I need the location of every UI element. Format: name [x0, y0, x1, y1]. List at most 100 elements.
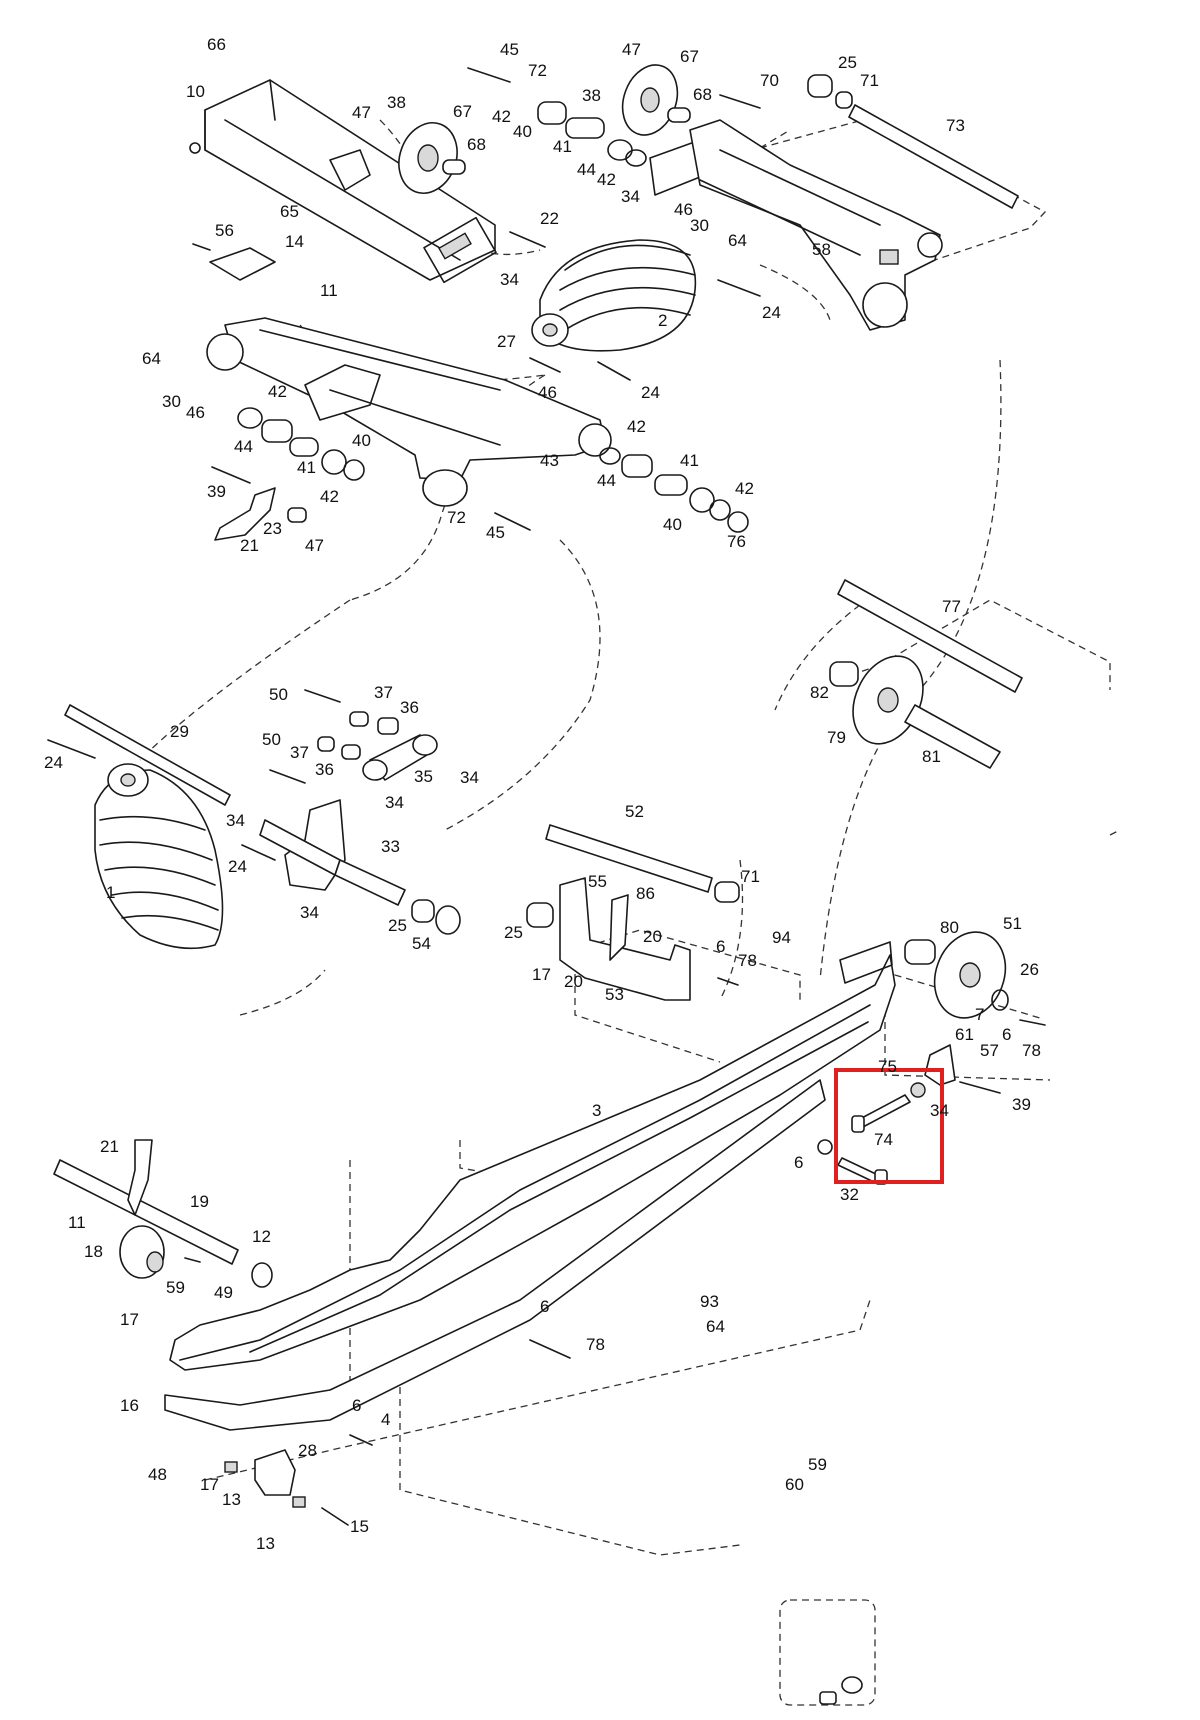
callout-c21a: 21 [240, 536, 259, 555]
callout-c3: 3 [592, 1101, 601, 1120]
callout-c28: 28 [298, 1441, 317, 1460]
callout-c30b: 30 [162, 392, 181, 411]
callout-c50b: 50 [262, 730, 281, 749]
callout-c42c: 42 [268, 382, 287, 401]
shaft-73 [807, 74, 1019, 209]
callout-c18: 18 [84, 1242, 103, 1261]
bushings-mid-left [237, 407, 365, 481]
callout-c6a: 6 [716, 937, 725, 956]
callout-c40c: 40 [663, 515, 682, 534]
callout-c47a: 47 [622, 40, 641, 59]
callout-c27: 27 [497, 332, 516, 351]
callout-c56: 56 [215, 221, 234, 240]
callout-c42b: 42 [597, 170, 616, 189]
callout-c71a: 71 [860, 71, 879, 90]
callout-c23: 23 [263, 519, 282, 538]
callout-c42d: 42 [320, 487, 339, 506]
callout-c36b: 36 [315, 760, 334, 779]
callout-c17c: 17 [200, 1475, 219, 1494]
callout-c13b: 13 [256, 1534, 275, 1553]
front-arm-65 [189, 79, 497, 284]
callout-c36a: 36 [400, 698, 419, 717]
callout-c40b: 40 [352, 431, 371, 450]
callout-c64a: 64 [728, 231, 747, 250]
callout-c7: 7 [975, 1005, 984, 1024]
callout-c24c: 24 [44, 753, 63, 772]
callout-c64c: 64 [706, 1317, 725, 1336]
callout-c41b: 41 [297, 458, 316, 477]
rear-wheel-51 [904, 931, 1009, 1019]
callout-c25a: 25 [838, 53, 857, 72]
callout-c77: 77 [942, 597, 961, 616]
bolt-74 [851, 1082, 926, 1133]
callout-c34b: 34 [500, 270, 519, 289]
spacer-23 [287, 507, 307, 523]
callout-c67a: 67 [680, 47, 699, 66]
callout-c59b: 59 [808, 1455, 827, 1474]
callout-c65: 65 [280, 202, 299, 221]
callout-c38a: 38 [582, 86, 601, 105]
callout-c33: 33 [381, 837, 400, 856]
front-guard-28 [224, 1449, 306, 1508]
callout-c4: 4 [381, 1410, 390, 1429]
callout-c34e: 34 [385, 793, 404, 812]
callout-c39b: 39 [1012, 1095, 1031, 1114]
callout-c6d: 6 [540, 1297, 549, 1316]
callout-c42e: 42 [627, 417, 646, 436]
callout-c1: 1 [106, 883, 115, 902]
callout-c25c: 25 [504, 923, 523, 942]
callout-c26: 26 [1020, 960, 1039, 979]
callout-c75: 75 [878, 1057, 897, 1076]
callout-c15: 15 [350, 1517, 369, 1536]
callout-c72a: 72 [528, 61, 547, 80]
callout-c37a: 37 [374, 683, 393, 702]
callout-c20a: 20 [643, 927, 662, 946]
callout-c37b: 37 [290, 743, 309, 762]
callout-c53: 53 [605, 985, 624, 1004]
detail-inset-box [779, 1599, 876, 1706]
callout-c68a: 68 [467, 135, 486, 154]
callout-c34d: 34 [226, 811, 245, 830]
rear-arm-58 [689, 119, 943, 331]
callout-c24b: 24 [641, 383, 660, 402]
callout-c64b: 64 [142, 349, 161, 368]
callout-c61: 61 [955, 1025, 974, 1044]
shaft-77-wheel-79 [829, 579, 1023, 769]
idler-wheel-67-left [398, 122, 466, 194]
callout-c48: 48 [148, 1465, 167, 1484]
callout-c17b: 17 [120, 1310, 139, 1329]
callout-c35: 35 [414, 767, 433, 786]
callout-c38b: 38 [387, 93, 406, 112]
shaft-52-bracket-53 [526, 824, 740, 1001]
callout-c80: 80 [940, 918, 959, 937]
callout-c57: 57 [980, 1041, 999, 1060]
callout-c70: 70 [760, 71, 779, 90]
callout-c67b: 67 [453, 102, 472, 121]
callout-c93: 93 [700, 1292, 719, 1311]
callout-c78c: 78 [586, 1335, 605, 1354]
callout-c30a: 30 [690, 216, 709, 235]
callout-c13a: 13 [222, 1490, 241, 1509]
idler-wheel-67-right [621, 64, 691, 136]
callout-c14: 14 [285, 232, 304, 251]
callout-c59a: 59 [166, 1278, 185, 1297]
callout-c45a: 45 [500, 40, 519, 59]
callout-c10: 10 [186, 82, 205, 101]
callout-c72b: 72 [447, 508, 466, 527]
callout-c6b: 6 [1002, 1025, 1011, 1044]
callout-c6c: 6 [794, 1153, 803, 1172]
callout-c44c: 44 [597, 471, 616, 490]
callout-c21b: 21 [100, 1137, 119, 1156]
callout-c40a: 40 [513, 122, 532, 141]
callout-c54: 54 [412, 934, 431, 953]
callout-c29: 29 [170, 722, 189, 741]
callout-c81: 81 [922, 747, 941, 766]
callout-c6e: 6 [352, 1396, 361, 1415]
callout-c78b: 78 [1022, 1041, 1041, 1060]
callout-c17a: 17 [532, 965, 551, 984]
callout-c41a: 41 [553, 137, 572, 156]
callout-c46c: 46 [538, 383, 557, 402]
callout-c47c: 47 [305, 536, 324, 555]
